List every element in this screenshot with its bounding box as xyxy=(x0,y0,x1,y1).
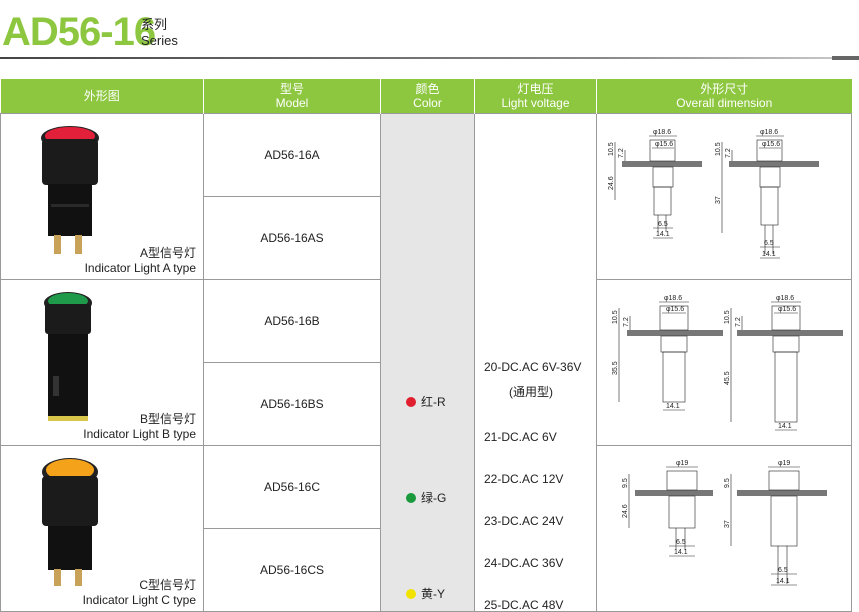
col-header-appearance: 外形图 xyxy=(0,79,204,114)
svg-text:24.6: 24.6 xyxy=(622,504,629,518)
product-image-cell-b: B型信号灯 Indicator Light B type xyxy=(0,279,204,446)
table-row: B型信号灯 Indicator Light B type AD56-16B xyxy=(0,279,852,446)
dimension-drawing-cell-c: φ19 9.5 24.6 6.5 14.1 φ19 9.5 37 6.5 14.… xyxy=(596,445,852,612)
svg-text:φ18.6: φ18.6 xyxy=(760,129,778,136)
svg-text:φ18.6: φ18.6 xyxy=(776,295,794,302)
model-cell: AD56-16A xyxy=(203,113,381,197)
svg-text:7.2: 7.2 xyxy=(735,317,742,327)
table-row: AD56-16CS xyxy=(1,528,852,612)
series-label-en: Series xyxy=(141,33,178,48)
dim-label: φ15.6 xyxy=(655,141,673,148)
product-image-cell-c: C型信号灯 Indicator Light C type xyxy=(0,445,204,612)
model-cell: AD56-16CS xyxy=(203,528,381,612)
svg-text:37: 37 xyxy=(724,520,731,528)
svg-text:φ19: φ19 xyxy=(778,460,790,467)
type-caption-a: A型信号灯 Indicator Light A type xyxy=(84,246,196,275)
svg-text:14.1: 14.1 xyxy=(778,423,792,430)
voltage-item: 25-DC.AC 48V xyxy=(484,597,564,612)
svg-text:14.1: 14.1 xyxy=(666,403,680,410)
svg-text:9.5: 9.5 xyxy=(622,478,629,488)
model-cell: AD56-16C xyxy=(203,445,381,529)
table-row: A型信号灯 Indicator Light A type AD56-16A 红-… xyxy=(0,113,852,612)
dimension-drawing-a: φ18.6 φ15.6 10.5 7.2 24.6 6.5 14.1 φ18.6… xyxy=(608,129,819,259)
dimension-drawing-cell-a: φ18.6 φ15.6 10.5 7.2 24.6 6.5 14.1 φ18.6… xyxy=(596,113,852,280)
voltage-item: 23-DC.AC 24V xyxy=(484,513,564,528)
dim-label: φ18.6 xyxy=(653,129,671,136)
color-item-green: 绿-G xyxy=(406,489,446,506)
table-row: AD56-16BS xyxy=(1,362,852,446)
svg-text:9.5: 9.5 xyxy=(724,478,731,488)
type-caption-c: C型信号灯 Indicator Light C type xyxy=(82,578,196,607)
green-dot-icon xyxy=(406,492,416,503)
model-cell: AD56-16BS xyxy=(203,362,381,446)
svg-text:φ18.6: φ18.6 xyxy=(664,295,682,302)
model-cell: AD56-16AS xyxy=(203,196,381,280)
voltage-item: 21-DC.AC 6V xyxy=(484,429,557,444)
svg-text:7.2: 7.2 xyxy=(623,317,630,327)
voltage-column: 20-DC.AC 6V-36V (通用型) 21-DC.AC 6V 22-DC.… xyxy=(474,113,597,612)
dimension-drawing-b: φ18.6 φ15.6 10.5 7.2 35.5 14.1 φ18.6 φ15… xyxy=(612,295,843,431)
svg-text:φ15.6: φ15.6 xyxy=(762,141,780,148)
indicator-light-b-image xyxy=(44,292,92,421)
voltage-item: 24-DC.AC 36V xyxy=(484,555,564,570)
series-label-cn: 系列 xyxy=(141,17,168,32)
indicator-light-c-image xyxy=(42,458,98,586)
svg-text:35.5: 35.5 xyxy=(612,361,619,375)
svg-text:6.5: 6.5 xyxy=(778,567,788,574)
svg-text:7.2: 7.2 xyxy=(725,148,732,158)
svg-text:φ15.6: φ15.6 xyxy=(666,306,684,313)
yellow-dot-icon xyxy=(406,588,416,599)
dimension-drawing-c: φ19 9.5 24.6 6.5 14.1 φ19 9.5 37 6.5 14.… xyxy=(622,460,827,586)
svg-text:24.6: 24.6 xyxy=(608,176,615,190)
svg-text:6.5: 6.5 xyxy=(676,539,686,546)
svg-text:10.5: 10.5 xyxy=(608,142,615,156)
svg-text:37: 37 xyxy=(715,196,722,204)
page-header: AD56-16 系列 Series xyxy=(0,0,859,70)
model-cell: AD56-16B xyxy=(203,279,381,363)
svg-text:7.2: 7.2 xyxy=(618,148,625,158)
svg-text:14.1: 14.1 xyxy=(674,549,688,556)
svg-text:10.5: 10.5 xyxy=(724,310,731,324)
indicator-light-a-image xyxy=(41,126,99,254)
svg-text:6.5: 6.5 xyxy=(764,240,774,247)
svg-text:10.5: 10.5 xyxy=(715,142,722,156)
color-item-red: 红-R xyxy=(406,393,446,410)
header-rule xyxy=(0,57,859,59)
svg-text:φ15.6: φ15.6 xyxy=(778,306,796,313)
table-row: C型信号灯 Indicator Light C type AD56-16C xyxy=(0,445,852,612)
series-title: AD56-16 xyxy=(2,10,156,54)
color-item-yellow: 黄-Y xyxy=(406,585,445,602)
type-caption-b: B型信号灯 Indicator Light B type xyxy=(83,412,196,441)
svg-text:45.5: 45.5 xyxy=(724,371,731,385)
product-image-cell-a: A型信号灯 Indicator Light A type xyxy=(0,113,204,280)
svg-text:10.5: 10.5 xyxy=(612,310,619,324)
svg-text:6.5: 6.5 xyxy=(658,221,668,228)
voltage-item: 20-DC.AC 6V-36V xyxy=(484,359,582,374)
red-dot-icon xyxy=(406,396,416,407)
svg-text:14.1: 14.1 xyxy=(776,578,790,585)
header-rule-end xyxy=(832,56,859,60)
svg-text:φ19: φ19 xyxy=(676,460,688,467)
svg-text:14.1: 14.1 xyxy=(762,251,776,258)
voltage-item: 22-DC.AC 12V xyxy=(484,471,564,486)
color-column: 红-R 绿-G 黄-Y xyxy=(380,113,475,612)
voltage-note: (通用型) xyxy=(509,384,553,399)
dimension-drawing-cell-b: φ18.6 φ15.6 10.5 7.2 35.5 14.1 φ18.6 φ15… xyxy=(596,279,852,446)
svg-text:14.1: 14.1 xyxy=(656,231,670,238)
